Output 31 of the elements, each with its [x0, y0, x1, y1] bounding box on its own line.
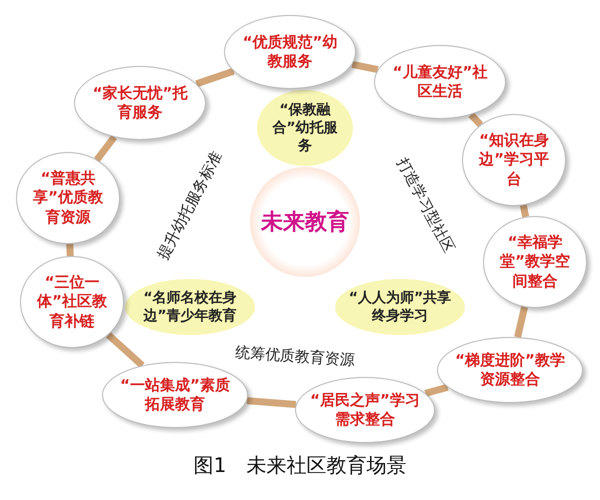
node-text: “家长无忧”托育服务 [92, 84, 189, 122]
curved-label: 打造学习型社区 [392, 154, 458, 256]
node-text: “优质规范”幼教服务 [242, 32, 338, 72]
node-text: “一站集成”素质拓展教育 [119, 376, 231, 414]
curved-label: 统筹优质教育资源 [234, 342, 356, 370]
connector [246, 397, 296, 408]
node-text: “人人为师”共享终身学习 [348, 288, 452, 326]
node-text: “儿童友好”社区生活 [392, 62, 488, 102]
ellipse-node [462, 114, 566, 206]
node-text: “幸福学堂”教学空间整合 [499, 232, 571, 292]
caption: 图1 未来社区教育场景 [194, 452, 406, 479]
connector [66, 244, 74, 256]
curved-label: 提升幼托服务标准 [153, 148, 227, 262]
connector [195, 68, 235, 88]
node-text: “名师名校在身边”青少年教育 [142, 288, 238, 326]
connector [106, 332, 145, 368]
node-text: “知识在身边”学习平台 [478, 130, 550, 190]
node-text: 未来教育 [261, 208, 349, 236]
node-text: “梯度进阶”教学资源整合 [454, 350, 566, 390]
ellipse-node [102, 362, 248, 428]
node-text: “普惠共享”优质教育资源 [32, 168, 104, 228]
node-text: “三位一体”社区教育补链 [36, 272, 108, 332]
connector [514, 306, 528, 338]
connector [468, 112, 484, 128]
connector [351, 61, 379, 73]
node-text: “居民之声”学习需求整合 [310, 390, 420, 430]
connector [520, 204, 530, 218]
ellipse-node [16, 152, 120, 244]
connector [424, 384, 449, 397]
node-text: “保教融合”幼托服务 [271, 100, 339, 156]
connector [94, 134, 117, 162]
